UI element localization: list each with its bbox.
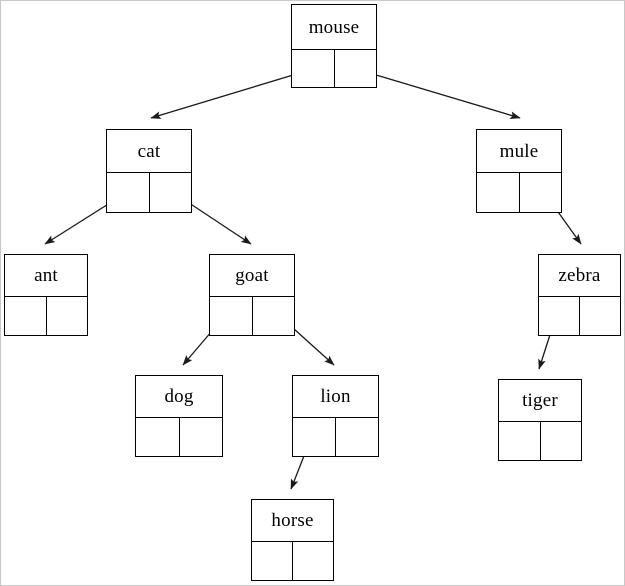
node-pointers-horse <box>252 541 333 580</box>
tree-node-lion[interactable]: lion <box>292 375 379 457</box>
pointer-cell-left-dog[interactable] <box>136 418 180 456</box>
pointer-cell-left-horse[interactable] <box>252 542 293 580</box>
node-pointers-lion <box>293 417 378 456</box>
node-pointers-mule <box>477 172 561 212</box>
pointer-cell-right-mouse[interactable] <box>334 50 376 87</box>
node-label-lion: lion <box>320 386 351 407</box>
pointer-cell-right-horse[interactable] <box>293 542 333 580</box>
tree-edge-mouse-cat <box>150 68 314 119</box>
node-pointers-zebra <box>539 296 620 335</box>
pointer-cell-left-tiger[interactable] <box>499 422 541 460</box>
pointer-cell-right-ant[interactable] <box>46 297 87 335</box>
pointer-cell-right-lion[interactable] <box>336 418 378 456</box>
node-label-mouse: mouse <box>308 16 360 38</box>
tree-node-dog[interactable]: dog <box>135 375 223 457</box>
tree-node-horse[interactable]: horse <box>251 499 334 581</box>
pointer-cell-right-dog[interactable] <box>179 418 222 456</box>
node-label-zebra: zebra <box>558 265 601 286</box>
node-label-ant: ant <box>34 265 58 286</box>
pointer-cell-left-ant[interactable] <box>5 297 47 335</box>
pointer-cell-right-cat[interactable] <box>149 173 191 212</box>
node-label-mule: mule <box>499 140 539 162</box>
tree-node-mouse[interactable]: mouse <box>291 4 377 88</box>
pointer-cell-left-lion[interactable] <box>293 418 336 456</box>
pointer-cell-right-mule[interactable] <box>519 173 561 212</box>
pointer-cell-left-cat[interactable] <box>107 173 150 212</box>
pointer-cell-right-zebra[interactable] <box>580 297 620 335</box>
tree-node-ant[interactable]: ant <box>4 254 88 336</box>
node-pointers-ant <box>5 296 87 335</box>
tree-node-cat[interactable]: cat <box>106 129 192 213</box>
node-label-horse: horse <box>271 510 314 531</box>
pointer-cell-left-mule[interactable] <box>477 173 520 212</box>
node-pointers-tiger <box>499 421 581 460</box>
tree-node-zebra[interactable]: zebra <box>538 254 621 336</box>
tree-node-goat[interactable]: goat <box>209 254 295 336</box>
node-pointers-goat <box>210 296 294 335</box>
tree-edge-mouse-mule <box>355 68 521 119</box>
node-pointers-mouse <box>292 49 376 87</box>
pointer-cell-left-goat[interactable] <box>210 297 253 335</box>
node-label-dog: dog <box>164 386 194 407</box>
node-label-goat: goat <box>235 265 269 286</box>
pointer-cell-left-mouse[interactable] <box>292 50 335 87</box>
node-pointers-dog <box>136 417 222 456</box>
node-pointers-cat <box>107 172 191 212</box>
pointer-cell-left-zebra[interactable] <box>539 297 580 335</box>
tree-node-tiger[interactable]: tiger <box>498 379 582 461</box>
pointer-cell-right-goat[interactable] <box>252 297 294 335</box>
pointer-cell-right-tiger[interactable] <box>540 422 581 460</box>
node-label-tiger: tiger <box>522 390 558 411</box>
tree-node-mule[interactable]: mule <box>476 129 562 213</box>
node-label-cat: cat <box>137 140 161 162</box>
